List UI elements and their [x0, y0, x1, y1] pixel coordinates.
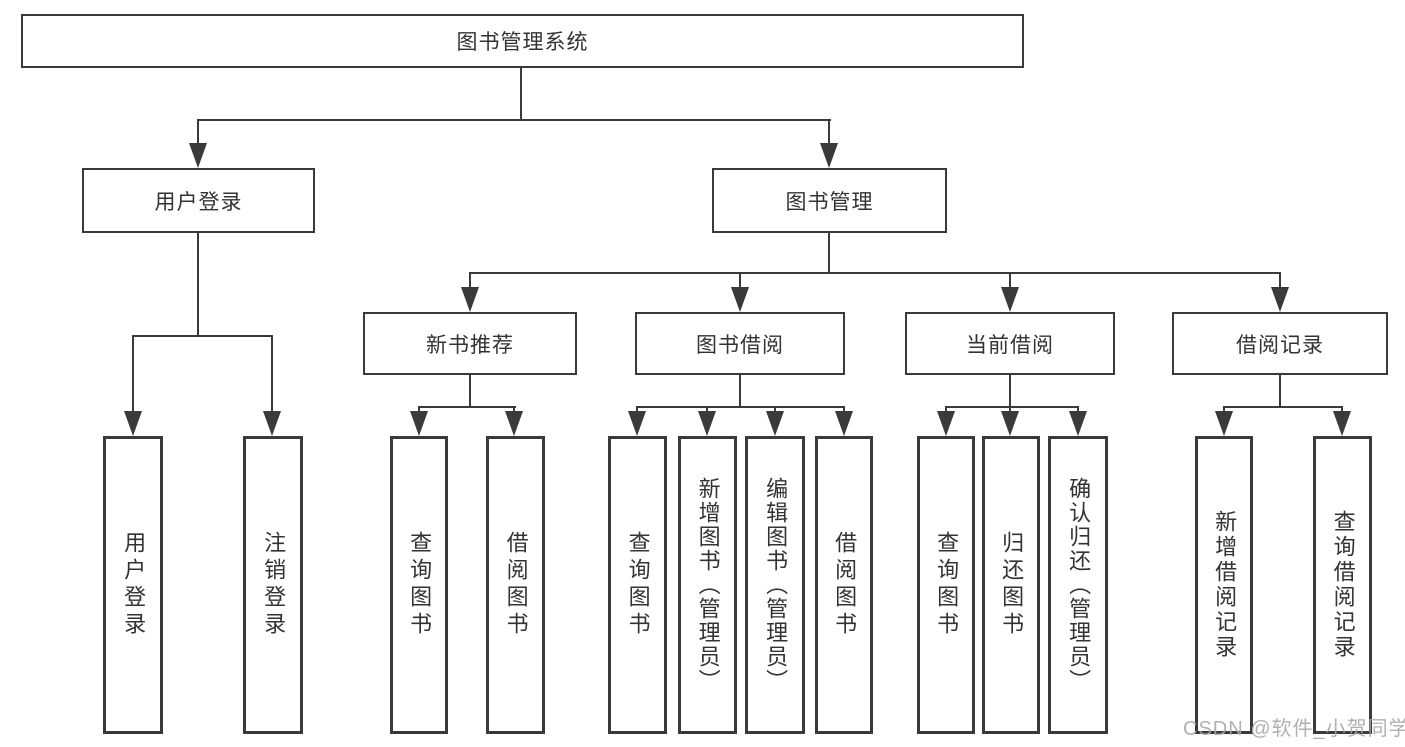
connector-line: [197, 119, 199, 165]
arrow-down-icon: [766, 411, 784, 436]
arrow-down-icon: [505, 411, 523, 436]
connector-line: [1009, 375, 1011, 408]
connector-line: [520, 68, 522, 120]
connector-line: [132, 335, 273, 337]
connector-line: [418, 406, 516, 408]
arrow-down-icon: [698, 411, 716, 436]
arrow-down-icon: [835, 411, 853, 436]
leaf-add-borrow-record: 新增借阅记录: [1195, 436, 1253, 734]
connector-line: [1279, 375, 1281, 408]
csdn-watermark: CSDN @软件_小贺同学: [1183, 718, 1405, 740]
arrow-down-icon: [1001, 411, 1019, 436]
connector-line: [636, 406, 845, 408]
arrow-down-icon: [124, 411, 142, 436]
node-new-book-recommend: 新书推荐: [363, 312, 577, 375]
leaf-user-login: 用户登录: [103, 436, 163, 734]
leaf-borrow-books-recommend: 借阅图书: [486, 436, 545, 734]
arrow-down-icon: [820, 143, 838, 168]
connector-line: [469, 272, 1281, 274]
leaf-confirm-return-admin: 确认归还（管理员）: [1048, 436, 1108, 734]
arrow-down-icon: [410, 411, 428, 436]
connector-line: [945, 406, 1079, 408]
leaf-query-books-recommend: 查询图书: [390, 436, 448, 734]
connector-line: [469, 375, 471, 408]
node-current-borrow: 当前借阅: [905, 312, 1115, 375]
leaf-query-books-current: 查询图书: [917, 436, 975, 734]
leaf-borrow-books: 借阅图书: [815, 436, 873, 734]
node-book-borrow: 图书借阅: [635, 312, 845, 375]
connector-line: [1223, 406, 1343, 408]
connector-line: [197, 119, 831, 121]
arrow-down-icon: [1069, 411, 1087, 436]
node-user-login: 用户登录: [82, 168, 315, 233]
leaf-edit-book-admin: 编辑图书（管理员）: [745, 436, 805, 734]
connector-line: [132, 335, 134, 430]
arrow-down-icon: [263, 411, 281, 436]
connector-line: [739, 375, 741, 408]
leaf-return-books: 归还图书: [982, 436, 1040, 734]
leaf-logout: 注销登录: [243, 436, 303, 734]
arrow-down-icon: [1215, 411, 1233, 436]
connector-line: [828, 233, 830, 274]
arrow-down-icon: [628, 411, 646, 436]
connector-line: [197, 233, 199, 337]
arrow-down-icon: [1333, 411, 1351, 436]
connector-line: [271, 335, 273, 430]
arrow-down-icon: [461, 287, 479, 312]
node-borrow-records: 借阅记录: [1172, 312, 1388, 375]
arrow-down-icon: [189, 143, 207, 168]
leaf-query-borrow-record: 查询借阅记录: [1313, 436, 1372, 734]
node-book-management: 图书管理: [712, 168, 947, 233]
arrow-down-icon: [1001, 287, 1019, 312]
arrow-down-icon: [937, 411, 955, 436]
arrow-down-icon: [1271, 287, 1289, 312]
node-root-library-system: 图书管理系统: [21, 14, 1024, 68]
connector-line: [828, 119, 830, 165]
leaf-add-book-admin: 新增图书（管理员）: [678, 436, 737, 734]
arrow-down-icon: [731, 287, 749, 312]
leaf-query-books-borrow: 查询图书: [608, 436, 667, 734]
